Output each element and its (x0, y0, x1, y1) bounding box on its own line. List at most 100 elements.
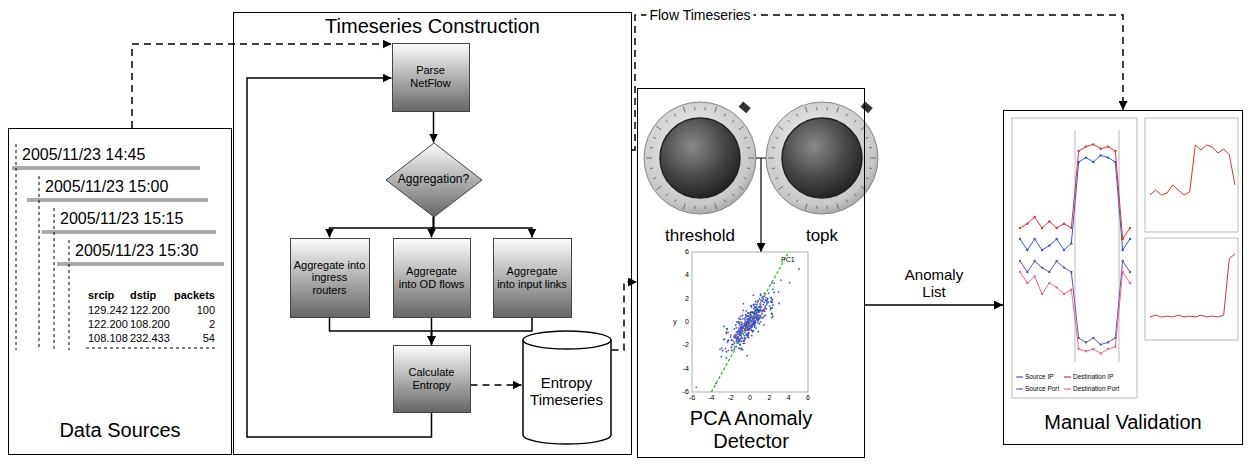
chart-point (1063, 222, 1065, 224)
scatter-dot (737, 336, 739, 338)
scatter-dot (738, 329, 740, 331)
panel-title: Data Sources (59, 419, 180, 442)
time-marker (39, 176, 40, 350)
scatter-dot (768, 292, 770, 294)
chart-point (1070, 227, 1072, 229)
chart-point (1121, 249, 1123, 251)
scatter-dot (736, 331, 738, 333)
scatter-dot (747, 319, 749, 321)
dial-tick (827, 107, 828, 110)
scatter-dot (771, 313, 773, 315)
scatter-dot (740, 326, 742, 328)
connector (330, 217, 434, 238)
chart-point (1129, 227, 1131, 229)
validation-panel: Manual Validation (1003, 110, 1243, 445)
scatter-dot (746, 316, 748, 318)
scatter-dot (739, 344, 741, 346)
dial-tick (675, 114, 677, 117)
node-label: Parse NetFlow (396, 64, 466, 89)
axis-tick: 6 (806, 394, 810, 402)
dial-tick (866, 178, 869, 179)
chart-point (1055, 260, 1057, 262)
scatter-dot (738, 327, 740, 329)
dial-tick (705, 206, 706, 209)
chart-line (1150, 254, 1235, 317)
chart-point (1129, 282, 1131, 284)
scatter-dot (754, 322, 756, 324)
scatter-dot (738, 323, 740, 325)
scatter-dot (727, 332, 729, 334)
scatter-dot (760, 309, 762, 311)
legend-sample (1064, 388, 1071, 389)
scatter-dot (747, 318, 749, 320)
dial-tick (747, 167, 750, 169)
chart-point (1019, 271, 1021, 273)
scatter-dot (725, 331, 727, 333)
scatter-dot (744, 318, 746, 320)
scatter-dot (751, 324, 753, 326)
scatter-dot (765, 300, 767, 302)
scatter-dot (756, 318, 758, 320)
scatter-dot (772, 288, 774, 290)
dial-tick (747, 147, 750, 149)
cylinder-body (523, 340, 611, 444)
scatter-dot (748, 337, 750, 339)
scatter-dot (744, 338, 746, 340)
scatter-dot (731, 339, 733, 341)
dial-tick (775, 137, 778, 138)
scatter-dot (772, 298, 774, 300)
scatter-dot (789, 282, 791, 284)
scatter-dot (778, 303, 780, 305)
axis-tick: 2 (767, 394, 771, 402)
panel-title: Manual Validation (1044, 411, 1202, 434)
chart-point (1019, 238, 1021, 240)
scatter-dot (753, 330, 755, 332)
scatter-dot (748, 312, 750, 314)
scatter-dot (746, 321, 748, 323)
scatter-dot (719, 348, 721, 350)
scatter-dot (735, 327, 737, 329)
dial-tick (837, 204, 839, 210)
chart-point (1121, 238, 1123, 240)
chart-line (1020, 144, 1130, 239)
dial-tick (744, 137, 747, 138)
process-box: Aggregate into ingress routers (290, 238, 370, 318)
detector-panel: PCA Anomaly Detector (637, 88, 865, 458)
process-box: Aggregate into OD flows (393, 238, 471, 318)
scatter-dot (756, 302, 758, 304)
dial-tick (656, 186, 661, 190)
node-label: Entropy Timeseries (522, 374, 612, 409)
scatter-dot (760, 306, 762, 308)
dial-tick (683, 204, 685, 210)
scatter-dot (744, 323, 746, 325)
dial-tick (653, 178, 656, 179)
dial-tick (816, 107, 817, 110)
scatter-dot (721, 347, 723, 349)
chart-point (1055, 238, 1057, 240)
scatter-dot (722, 350, 724, 352)
legend-text: Source Port (1025, 385, 1059, 392)
dial-tick (869, 167, 872, 169)
dial-tick (846, 200, 848, 203)
scatter-dot (750, 317, 752, 319)
scatter-dot (770, 308, 772, 310)
connector (865, 304, 1003, 306)
table-cell: 129.242 (88, 304, 128, 317)
axis-tick: 4 (787, 394, 791, 402)
chart-point (1063, 266, 1065, 268)
dial-tick (666, 120, 668, 122)
timestamp: 2005/11/23 15:30 (75, 242, 198, 260)
scatter-dot (741, 324, 743, 326)
dial-tick (861, 126, 866, 130)
connector (434, 217, 533, 238)
timestamp: 2005/11/23 14:45 (22, 146, 145, 164)
scatter-dot (755, 316, 757, 318)
dial-tick (797, 200, 799, 203)
scatter-dot (725, 348, 727, 350)
scatter-dot (763, 310, 765, 312)
scatter-dot (758, 323, 760, 325)
scatter-dot (752, 294, 754, 296)
scatter-dot (743, 303, 745, 305)
chart-point (1048, 271, 1050, 273)
